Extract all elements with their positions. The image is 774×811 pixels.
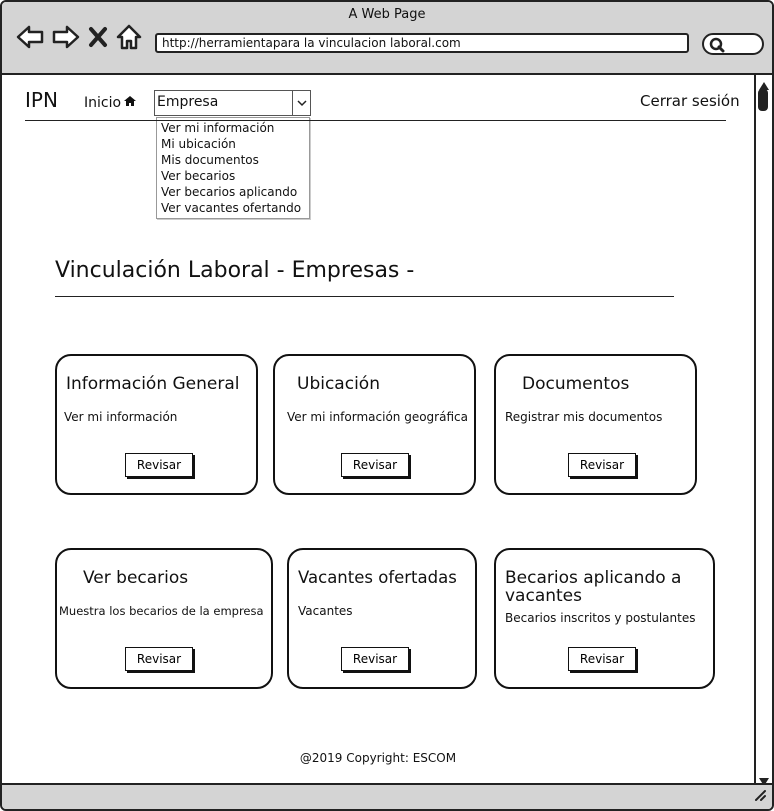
card-vacantes-ofertadas: Vacantes ofertadas Vacantes Revisar — [287, 548, 477, 689]
scroll-up-arrow-icon[interactable] — [758, 77, 770, 90]
nav-home-link[interactable]: Inicio — [84, 95, 137, 111]
forward-arrow-icon[interactable] — [52, 24, 80, 50]
revisar-button-ver-becarios[interactable]: Revisar — [125, 647, 193, 671]
card-title: Documentos — [522, 374, 630, 394]
close-x-icon[interactable] — [88, 24, 108, 50]
logout-link[interactable]: Cerrar sesión — [640, 92, 740, 110]
browser-titlebar: A Web Page http://herramientapara la vin… — [2, 2, 772, 75]
page-title: Vinculación Laboral - Empresas - — [55, 258, 415, 283]
resize-grip-icon[interactable] — [752, 786, 766, 805]
title-divider — [55, 296, 674, 297]
card-title: Ubicación — [297, 374, 380, 394]
card-ver-becarios: Ver becarios Muestra los becarios de la … — [55, 548, 273, 689]
vertical-scrollbar[interactable] — [754, 75, 772, 787]
card-description: Becarios inscritos y postulantes — [505, 611, 696, 625]
dropdown-item-ver-becarios[interactable]: Ver becarios — [161, 169, 236, 183]
card-informacion-general: Información General Ver mi información R… — [55, 354, 258, 495]
revisar-button-informacion-general[interactable]: Revisar — [125, 453, 193, 477]
card-description: Muestra los becarios de la empresa — [59, 604, 264, 618]
card-title: Becarios aplicando a vacantes — [505, 568, 682, 606]
revisar-button-ubicacion[interactable]: Revisar — [341, 453, 409, 477]
dropdown-item-ver-vacantes-ofertando[interactable]: Ver vacantes ofertando — [161, 201, 302, 215]
nav-home-label: Inicio — [84, 95, 122, 111]
role-select[interactable]: Empresa — [154, 90, 311, 116]
search-button[interactable] — [702, 33, 764, 55]
card-becarios-aplicando: Becarios aplicando a vacantes Becarios i… — [494, 548, 715, 689]
url-input[interactable]: http://herramientapara la vinculacion la… — [155, 33, 689, 53]
home-outline-icon[interactable] — [116, 24, 142, 50]
role-dropdown-menu: Ver mi información Mi ubicación Mis docu… — [156, 117, 310, 219]
card-description: Ver mi información geográfica — [287, 410, 468, 424]
back-arrow-icon[interactable] — [16, 24, 44, 50]
home-icon — [123, 95, 137, 111]
browser-nav-icons — [16, 24, 142, 50]
dropdown-item-mi-ubicacion[interactable]: Mi ubicación — [161, 137, 236, 151]
card-title: Información General — [66, 374, 240, 394]
window-title: A Web Page — [348, 7, 426, 22]
card-ubicacion: Ubicación Ver mi información geográfica … — [273, 354, 476, 495]
card-description: Ver mi información — [64, 410, 178, 424]
dropdown-item-mis-documentos[interactable]: Mis documentos — [161, 153, 259, 167]
revisar-button-documentos[interactable]: Revisar — [568, 453, 636, 477]
card-documentos: Documentos Registrar mis documentos Revi… — [494, 354, 697, 495]
footer-copyright: @2019 Copyright: ESCOM — [299, 751, 457, 765]
scroll-down-arrow-icon[interactable] — [758, 773, 770, 786]
logo-text[interactable]: IPN — [25, 88, 58, 112]
scrollbar-thumb[interactable] — [758, 89, 768, 111]
browser-statusbar — [2, 783, 772, 809]
revisar-button-becarios-aplicando[interactable]: Revisar — [568, 647, 636, 671]
chevron-down-icon[interactable] — [292, 91, 310, 115]
dropdown-item-ver-becarios-aplicando[interactable]: Ver becarios aplicando — [161, 185, 298, 199]
card-description: Registrar mis documentos — [505, 410, 663, 424]
card-title: Vacantes ofertadas — [298, 568, 457, 587]
page-content: IPN Inicio Empresa Ver mi información Mi… — [2, 75, 754, 787]
role-select-value: Empresa — [157, 94, 219, 110]
revisar-button-vacantes-ofertadas[interactable]: Revisar — [341, 647, 409, 671]
card-title: Ver becarios — [83, 568, 189, 588]
dropdown-item-ver-mi-informacion[interactable]: Ver mi información — [161, 121, 275, 135]
card-description: Vacantes — [298, 604, 353, 618]
nav-divider — [25, 120, 726, 121]
